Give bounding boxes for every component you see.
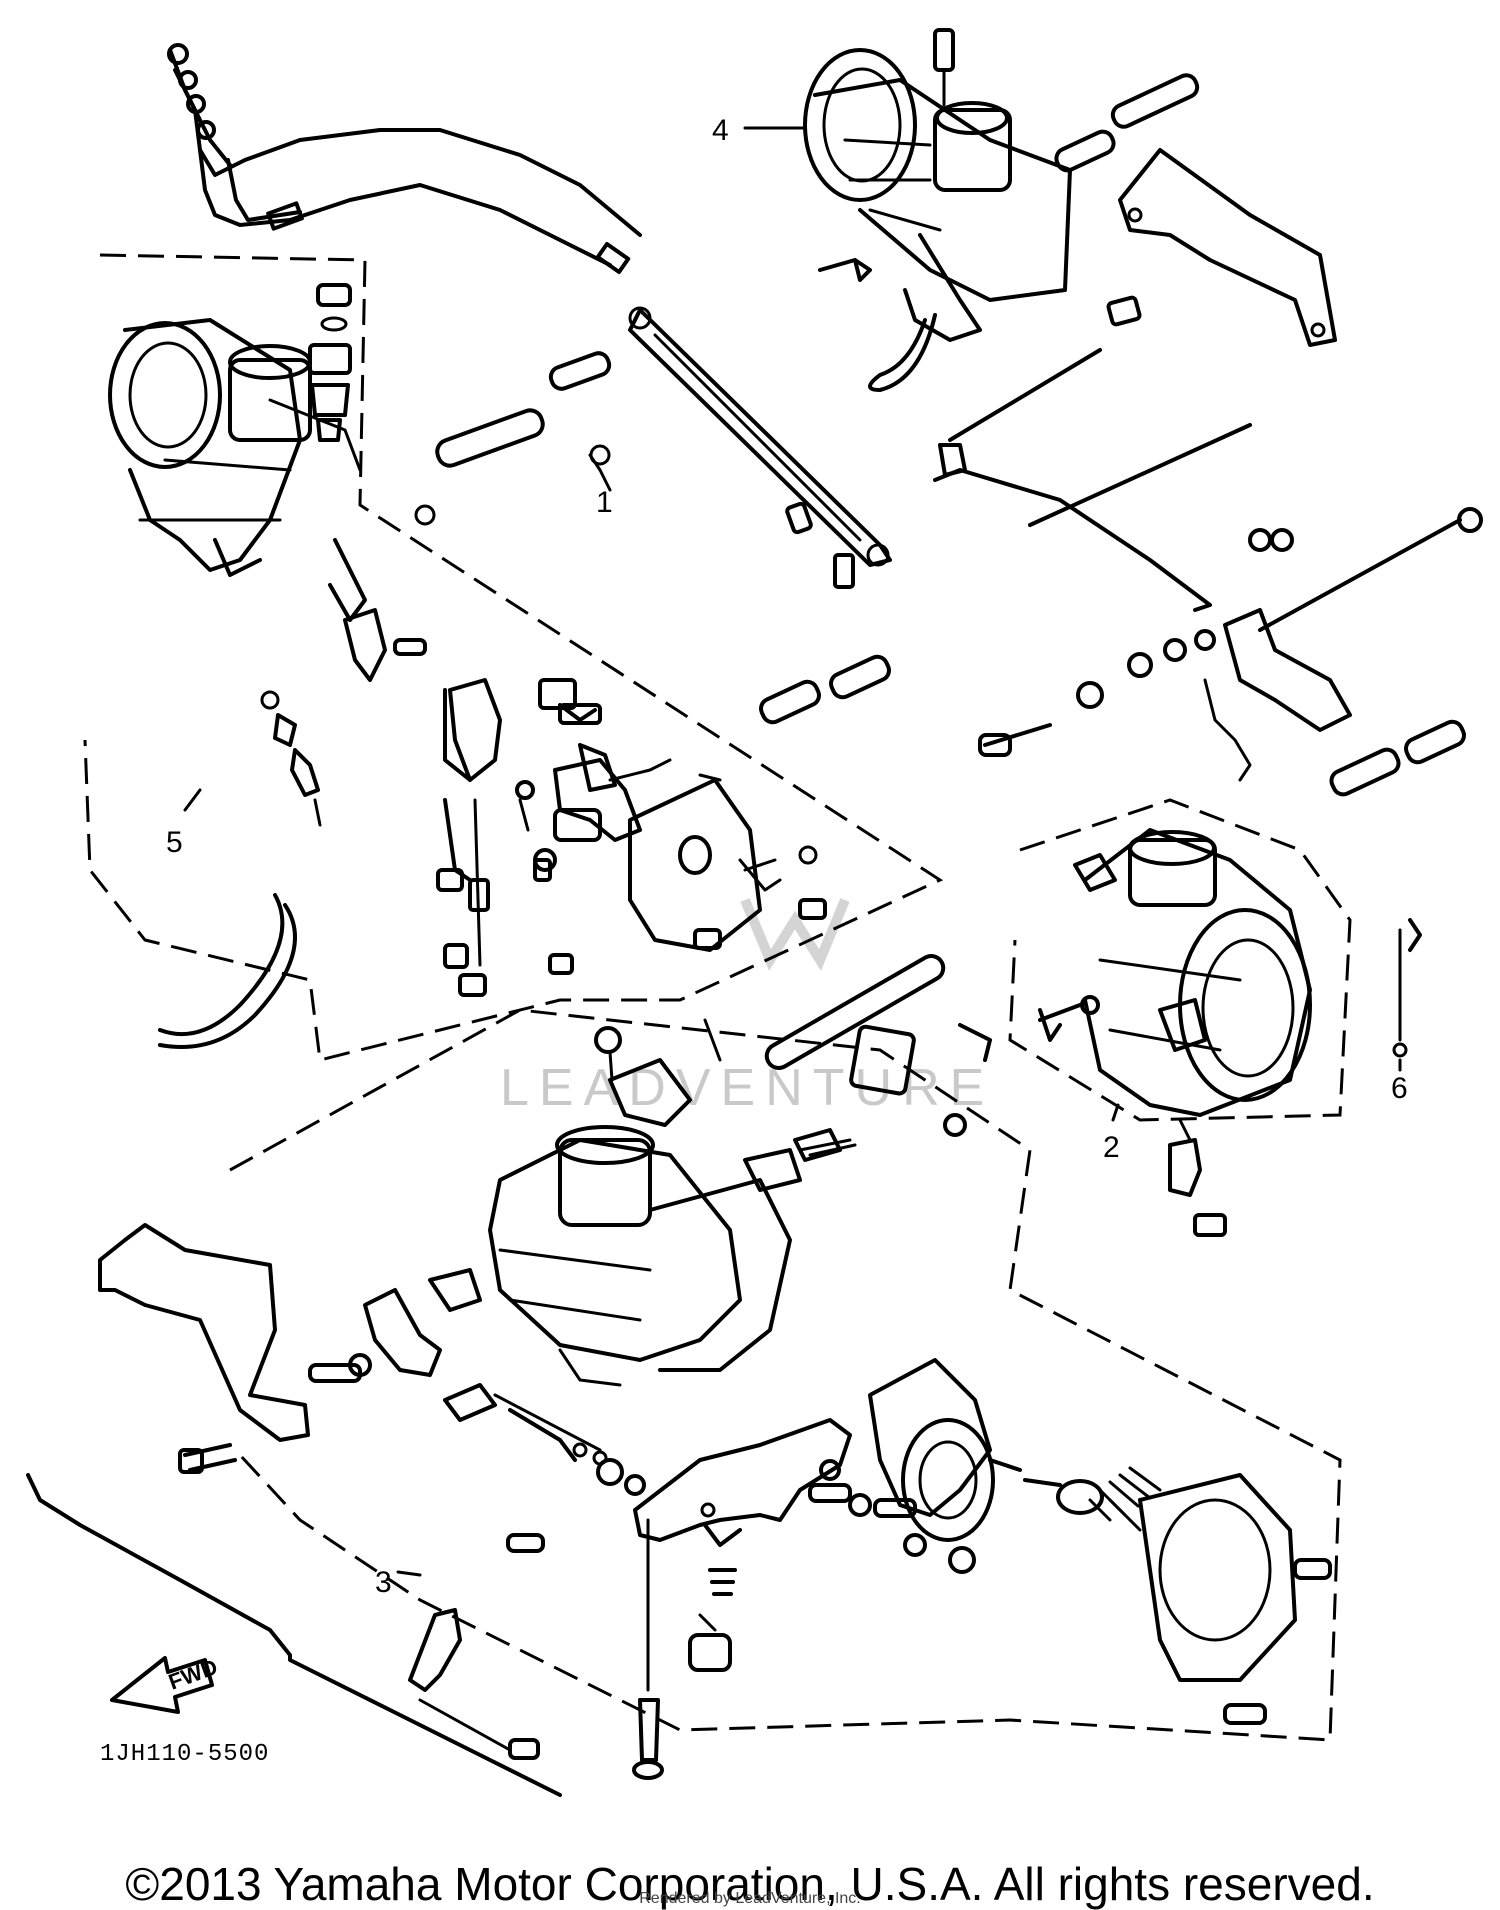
mounting-bracket-top-right <box>1118 148 1337 347</box>
rendered-by-note: Rendered by LeadVenture, Inc. <box>639 1890 861 1907</box>
throttle-cables <box>167 43 642 275</box>
callout-3: 3 <box>375 1566 392 1599</box>
callout-leaders <box>183 126 1402 1577</box>
balance-link-rod <box>628 306 892 567</box>
long-screw-bottom <box>632 1518 664 1780</box>
fuel-pipe-shafts <box>414 351 946 1070</box>
hardware-bottom-misc <box>506 1459 976 1574</box>
carburetor-assembly-3 <box>488 1026 792 1387</box>
idle-spring-screw-bottom <box>688 1568 737 1672</box>
assembly-5-boundary <box>83 253 944 1062</box>
callout-5: 5 <box>166 826 183 859</box>
lever-bottom-left <box>408 1608 540 1760</box>
copyright-notice: ©2013 Yamaha Motor Corporation, U.S.A. A… <box>125 1858 1375 1910</box>
forward-arrow: FWD <box>110 1654 221 1714</box>
float-chamber-left <box>628 773 827 952</box>
pilot-screw-stack-left <box>308 283 352 442</box>
diaphragm-spring-cap <box>1088 1466 1332 1725</box>
mounting-bracket-bottom-left <box>98 1223 310 1474</box>
carburetor-assembly-2 <box>1038 828 1312 1117</box>
watermark-text: LEADVENTURE <box>500 1059 994 1117</box>
jets-and-needle-left <box>436 798 722 1062</box>
joint-pipes-middle <box>759 654 1466 797</box>
assembly-3-boundary <box>229 1008 1342 1742</box>
callout-6: 6 <box>1391 1072 1408 1105</box>
callout-1: 1 <box>596 486 613 519</box>
watermark: LEADVENTURE <box>500 898 994 1117</box>
throttle-linkage-bottom <box>308 1268 646 1496</box>
joint-pipes-top <box>1054 73 1200 173</box>
carburetor-assembly-5 <box>108 318 367 622</box>
diaphragm-plunger-bottom <box>743 1023 992 1192</box>
drain-fittings-left <box>260 690 322 827</box>
vacuum-piston-bottom <box>868 1358 1142 1542</box>
callout-2: 2 <box>1103 1131 1120 1164</box>
callout-4: 4 <box>712 114 729 147</box>
frame-border-line <box>26 1473 562 1797</box>
carburetor-assembly-4 <box>803 28 1072 392</box>
spring-washer-set-right <box>978 629 1216 757</box>
small-hardware-centre <box>785 258 1142 589</box>
fwd-label: FWD <box>165 1654 221 1695</box>
overflow-hose-left <box>158 893 297 1049</box>
mounting-bracket-bottom-center <box>633 1418 852 1547</box>
throttle-stop-parts-left <box>343 608 617 882</box>
choke-rod-linkage <box>933 348 1483 782</box>
assembly-2-boundary <box>1008 798 1352 1122</box>
clip-parts-right <box>1168 918 1422 1237</box>
choke-bracket-left <box>553 758 672 842</box>
reference-code: 1JH110-5500 <box>100 1741 269 1768</box>
